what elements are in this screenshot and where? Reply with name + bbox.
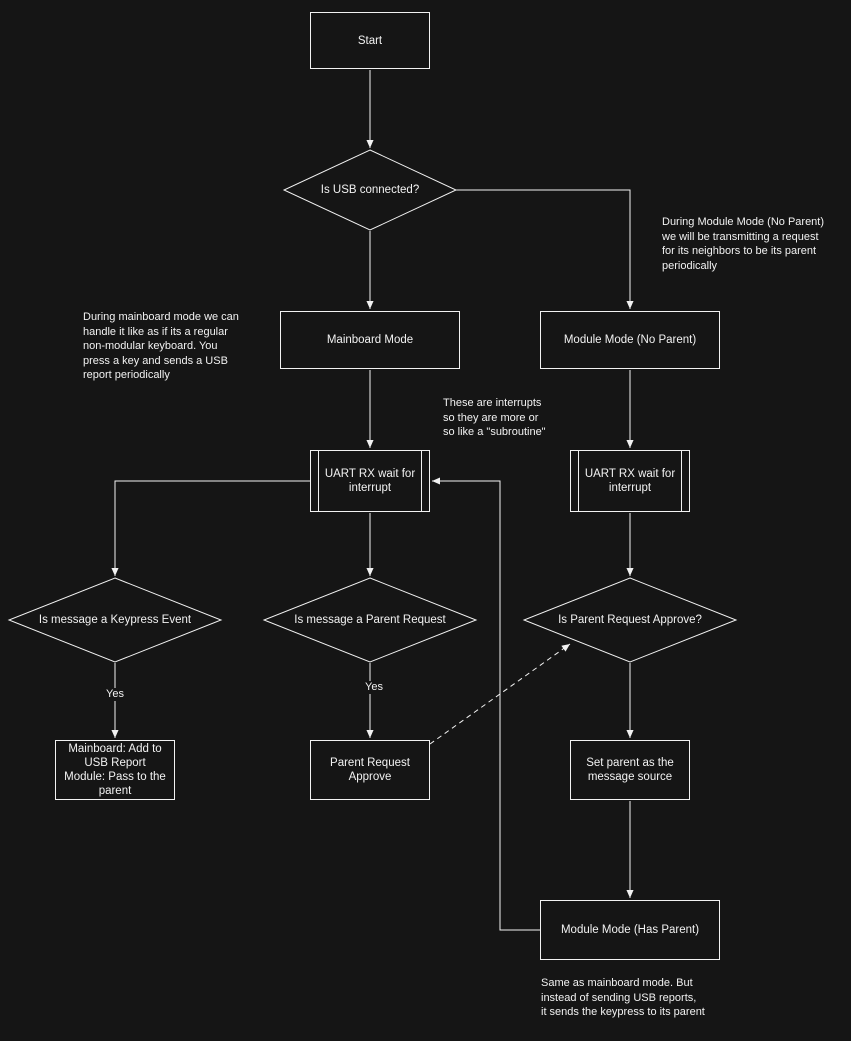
node-uart-rx-wait-right: UART RX wait for interrupt [570,450,690,512]
edge-uart-left-to-keypress-decision [111,480,310,576]
node-uart-rx-wait-left: UART RX wait for interrupt [310,450,430,512]
node-label: Module Mode (Has Parent) [560,924,700,936]
node-mainboard-mode: Mainboard Mode [280,311,460,369]
decision-parent-request-shape [262,577,478,663]
node-label: UART RX wait for interrupt [324,468,416,494]
node-module-mode-no-parent: Module Mode (No Parent) [540,311,720,369]
edge-label-yes-keypress: Yes [99,688,131,701]
node-label: Mainboard: Add to USB Report Module: Pas… [64,743,166,797]
edge-label-yes-parent-request: Yes [358,681,390,694]
node-module-mode-has-parent: Module Mode (Has Parent) [540,900,720,960]
node-label: Parent Request Approve [330,757,410,783]
edge-dashed-approve-to-approve-decision [429,643,571,745]
note-mainboard-mode: During mainboard mode we can handle it l… [83,311,239,381]
edge-module-has-parent-to-uart-left [432,477,540,931]
decision-usb-connected-shape [282,149,458,231]
node-set-parent-source: Set parent as the message source [570,740,690,800]
decision-parent-request-approve-shape [522,577,738,663]
node-label: Mainboard Mode [326,334,414,346]
node-keypress-action: Mainboard: Add to USB Report Module: Pas… [55,740,175,800]
node-label: Start [357,34,383,47]
node-parent-request-approve: Parent Request Approve [310,740,430,800]
node-label: Set parent as the message source [586,757,674,783]
edge-usb-to-module-mode-no-parent [456,189,634,309]
node-label: UART RX wait for interrupt [584,468,676,494]
note-has-parent: Same as mainboard mode. But instead of s… [541,977,705,1018]
note-interrupts: These are interrupts so they are more or… [443,397,546,438]
decision-keypress-event-shape [7,577,223,663]
node-start: Start [310,12,430,69]
node-label: Module Mode (No Parent) [563,334,697,346]
note-module-mode: During Module Mode (No Parent) we will b… [662,216,825,272]
